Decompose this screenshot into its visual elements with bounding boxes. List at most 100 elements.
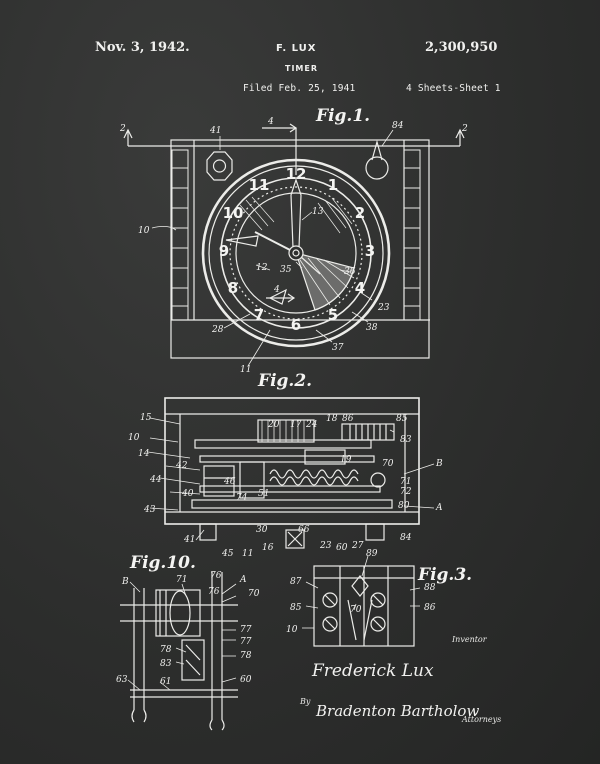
fig2-label: 19 — [340, 455, 352, 465]
fig2-label: 15 — [140, 413, 152, 423]
fig3-label: 70 — [350, 605, 362, 615]
fig1-label: 41 — [209, 126, 221, 136]
fig2-label: 70 — [382, 459, 394, 469]
fig2-label: 84 — [400, 533, 412, 543]
fig1-title: Fig.1. — [315, 106, 370, 126]
fig2-label: 72 — [400, 487, 412, 497]
by-label: By — [299, 697, 311, 706]
inventor-header: F. LUX — [276, 43, 317, 54]
fig3-label: 85 — [290, 603, 302, 613]
inventor-label: Inventor — [451, 635, 488, 644]
fig1-label: 4 — [267, 117, 274, 127]
fig2-title: Fig.2. — [257, 371, 312, 391]
inventor-signature: Frederick Lux — [311, 661, 434, 681]
fig2-label: 16 — [262, 543, 274, 553]
fig1-label: 38 — [366, 323, 378, 333]
fig10-label: 78 — [160, 645, 172, 655]
fig2-label: 60 — [336, 543, 348, 553]
fig10-label: 70 — [248, 589, 260, 599]
patent-title: TIMER — [285, 64, 319, 73]
patent-number: 2,300,950 — [425, 40, 498, 55]
fig2-label: 85 — [396, 414, 408, 424]
fig2-label: 42 — [175, 461, 188, 471]
fig10-label: 60 — [240, 675, 252, 685]
fig1-label: 11 — [240, 365, 251, 375]
fig3-drawing — [302, 555, 421, 647]
dial-3: 3 — [365, 242, 375, 260]
dial-4: 4 — [355, 279, 365, 297]
fig2-label: 17 — [290, 420, 302, 430]
fig2-label: 27 — [351, 541, 364, 551]
dial-6: 6 — [291, 316, 301, 334]
fig2-label: 74 — [236, 493, 248, 503]
dial-5: 5 — [328, 306, 338, 324]
fig3-label: 86 — [424, 603, 436, 613]
fig2-label: 23 — [319, 541, 332, 551]
fig10-label: 78 — [240, 651, 252, 661]
fig10-drawing — [120, 572, 238, 731]
fig10-label: 83 — [160, 659, 172, 669]
fig2-label: 44 — [149, 475, 162, 485]
fig3-title: Fig.3. — [417, 565, 472, 585]
fig2-label: 45 — [221, 549, 234, 559]
dial-12: 12 — [286, 165, 307, 183]
fig2-label: B — [435, 459, 443, 469]
fig1-drawing — [123, 123, 465, 367]
fig1-label: 28 — [211, 325, 224, 335]
fig2-label: 83 — [400, 435, 412, 445]
fig10-label: 76 — [208, 587, 220, 597]
fig2-label: 80 — [398, 501, 410, 511]
attorneys-label: Attorneys — [461, 715, 501, 724]
fig1-label: 35 — [280, 265, 292, 275]
fig10-label: 76 — [210, 571, 222, 581]
fig2-label: 40 — [181, 489, 194, 499]
fig10-label: 77 — [240, 637, 252, 647]
fig2-label: 43 — [143, 505, 156, 515]
dial-10: 10 — [223, 204, 244, 222]
fig1-label: 84 — [392, 121, 404, 131]
fig2-label: 30 — [256, 525, 268, 535]
fig1-label: 13 — [312, 207, 324, 217]
fig2-label: 41 — [183, 535, 195, 545]
fig3-label: 89 — [366, 549, 378, 559]
fig10-title: Fig.10. — [129, 553, 196, 573]
filed-date: Filed Feb. 25, 1941 — [243, 83, 356, 94]
sheet-count: 4 Sheets-Sheet 1 — [406, 83, 501, 94]
fig2-label: 66 — [298, 525, 310, 535]
fig1-label: 12 — [256, 263, 268, 273]
fig2-drawing — [147, 397, 435, 549]
fig2-label: A — [435, 503, 443, 513]
fig10-label: A — [239, 575, 247, 585]
fig1-label: 4 — [273, 285, 280, 295]
fig2-label: 86 — [342, 414, 354, 424]
fig1-label: 36 — [344, 267, 356, 277]
dial-9: 9 — [219, 242, 229, 260]
fig2-label: 24 — [305, 420, 318, 430]
fig2-label: 20 — [267, 420, 280, 430]
fig2-label: 11 — [242, 549, 253, 559]
fig1-label: 37 — [332, 343, 344, 353]
dial-7: 7 — [254, 306, 264, 324]
fig3-label: 88 — [424, 583, 436, 593]
dial-8: 8 — [228, 279, 238, 297]
fig10-label: 63 — [116, 675, 128, 685]
fig1-label: 2 — [461, 124, 468, 134]
fig2-label: 18 — [326, 414, 338, 424]
attorney-signature: Bradenton Bartholow — [315, 702, 479, 720]
fig1-label: 2 — [119, 124, 126, 134]
fig10-label: 77 — [240, 625, 252, 635]
dial-11: 11 — [249, 176, 270, 194]
patent-date: Nov. 3, 1942. — [95, 40, 190, 55]
fig2-label: 71 — [400, 477, 411, 487]
fig10-label: 71 — [176, 575, 187, 585]
fig10-label: B — [121, 577, 129, 587]
fig2-label: 46 — [223, 477, 236, 487]
fig3-label: 10 — [286, 625, 298, 635]
fig10-label: 61 — [160, 677, 171, 687]
fig2-label: 51 — [258, 489, 269, 499]
dial-2: 2 — [355, 204, 365, 222]
fig2-label: 10 — [128, 433, 140, 443]
fig1-label: 23 — [377, 303, 390, 313]
